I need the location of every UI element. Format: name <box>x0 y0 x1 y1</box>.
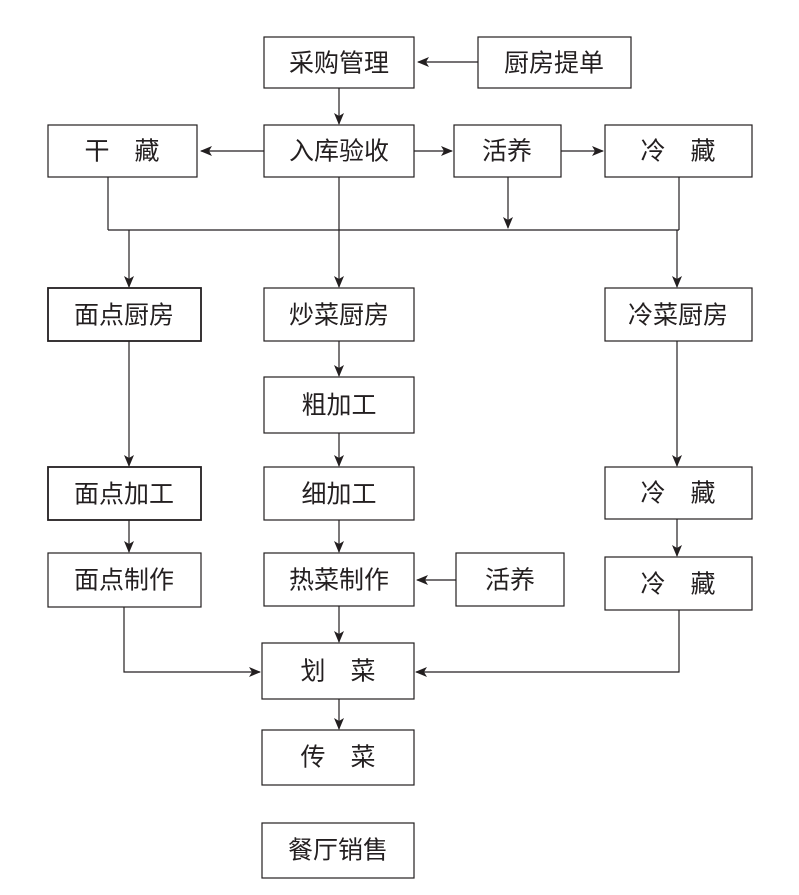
node-fine-processing-label: 细加工 <box>301 480 376 509</box>
node-receiving-inspection: 入库验收 <box>263 124 415 178</box>
node-rough-processing-label: 粗加工 <box>301 391 376 420</box>
node-pastry-making-label: 面点制作 <box>74 566 174 595</box>
node-cold-storage-low: 冷 藏 <box>604 556 753 611</box>
node-cold-storage-low-label: 冷 藏 <box>640 570 715 599</box>
node-hot-dish-making-label: 热菜制作 <box>289 566 389 595</box>
node-dish-delivery-label: 传 菜 <box>300 743 375 772</box>
node-live-keeping-top: 活养 <box>453 124 562 178</box>
node-receiving-inspection-label: 入库验收 <box>289 137 389 166</box>
node-live-keeping-side: 活养 <box>455 552 565 607</box>
node-cold-dish-kitchen: 冷菜厨房 <box>604 287 753 342</box>
node-cold-storage-top: 冷 藏 <box>604 124 753 178</box>
node-dry-storage: 干 藏 <box>47 124 198 178</box>
node-dry-storage-label: 干 藏 <box>84 137 159 166</box>
node-stirfry-kitchen-label: 炒菜厨房 <box>289 301 389 330</box>
node-kitchen-order: 厨房提单 <box>477 36 632 89</box>
node-dish-delivery: 传 菜 <box>261 729 415 786</box>
node-fine-processing: 细加工 <box>263 466 415 521</box>
node-restaurant-sales-label: 餐厅销售 <box>288 836 388 865</box>
node-cold-dish-kitchen-label: 冷菜厨房 <box>628 301 728 330</box>
node-stirfry-kitchen: 炒菜厨房 <box>263 287 415 342</box>
node-cold-storage-top-label: 冷 藏 <box>640 137 715 166</box>
node-pastry-kitchen-label: 面点厨房 <box>74 301 174 330</box>
node-cold-storage-mid-label: 冷 藏 <box>640 479 715 508</box>
connectors <box>107 57 682 730</box>
node-rough-processing: 粗加工 <box>263 376 415 434</box>
node-kitchen-order-label: 厨房提单 <box>504 49 604 78</box>
node-dish-allocation: 划 菜 <box>261 642 415 700</box>
node-purchase-management-label: 采购管理 <box>289 49 389 78</box>
node-cold-storage-mid: 冷 藏 <box>604 466 753 520</box>
node-dish-allocation-label: 划 菜 <box>300 657 375 686</box>
node-pastry-processing-label: 面点加工 <box>74 480 174 509</box>
arrow-cold-storage-to-allocation <box>415 610 680 677</box>
node-hot-dish-making: 热菜制作 <box>263 552 415 607</box>
node-live-keeping-side-label: 活养 <box>485 566 535 595</box>
node-pastry-making: 面点制作 <box>47 552 202 608</box>
node-purchase-management: 采购管理 <box>263 36 415 89</box>
arrow-pastry-making-to-allocation <box>123 607 261 677</box>
node-restaurant-sales: 餐厅销售 <box>261 822 415 879</box>
node-pastry-kitchen: 面点厨房 <box>47 287 202 342</box>
node-live-keeping-top-label: 活养 <box>482 137 532 166</box>
node-pastry-processing: 面点加工 <box>47 466 202 521</box>
